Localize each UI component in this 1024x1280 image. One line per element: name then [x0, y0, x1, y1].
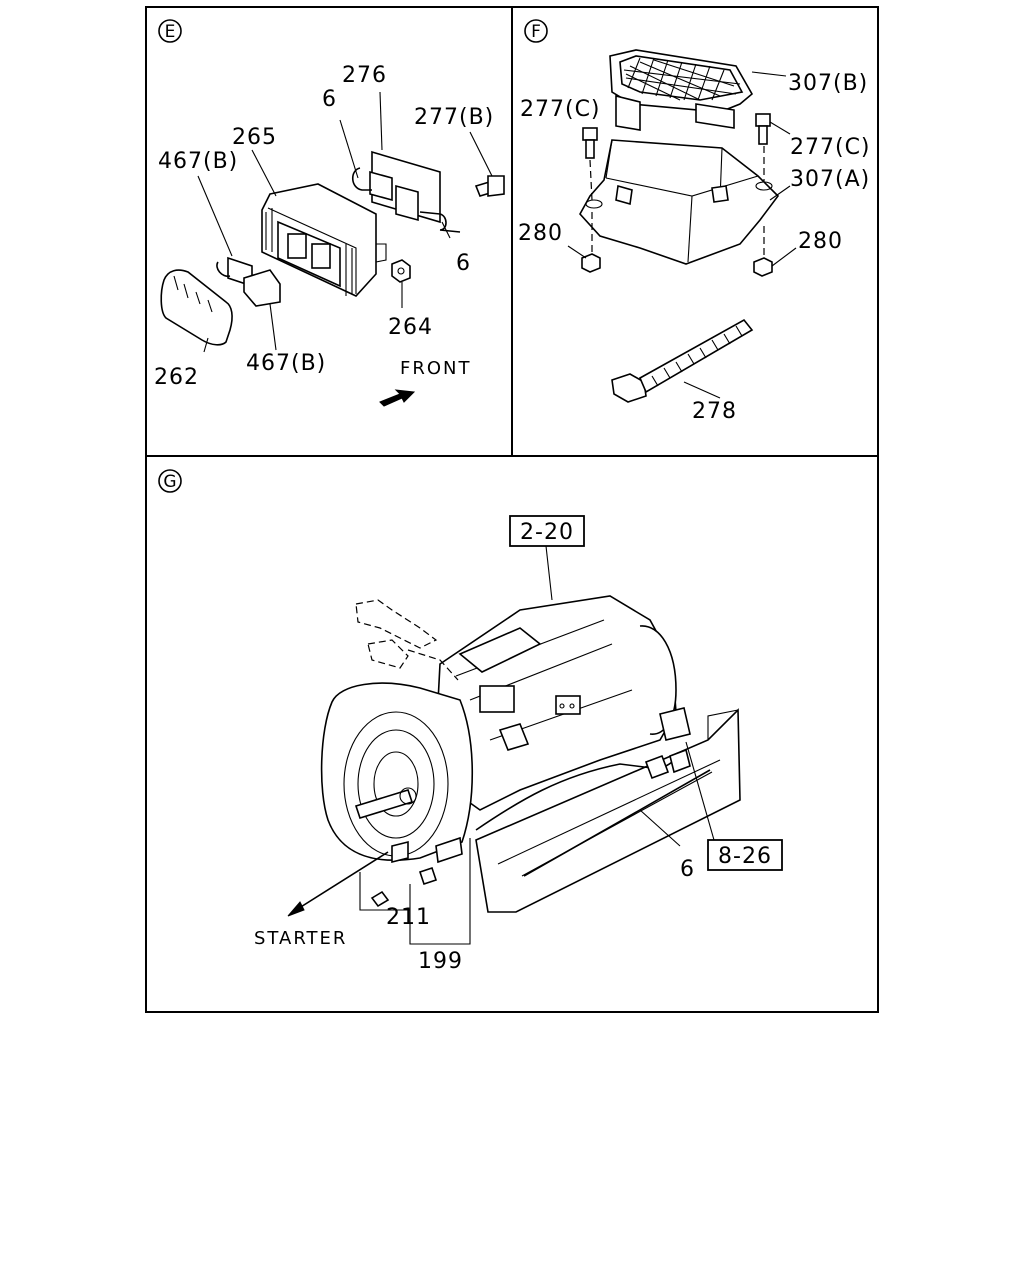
- box-307a: [579, 139, 780, 265]
- cover-307b: [609, 49, 754, 131]
- panel-e-marker: E: [158, 19, 182, 43]
- label-199: 199: [418, 949, 463, 974]
- label-277c-left: 277(C): [520, 97, 601, 122]
- label-265: 265: [232, 125, 277, 150]
- label-211: 211: [386, 905, 431, 930]
- label-starter: STARTER: [254, 928, 347, 949]
- label-307a: 307(A): [790, 167, 870, 192]
- panel-e: E: [154, 19, 505, 407]
- label-277b: 277(B): [414, 105, 494, 130]
- front-label: FRONT: [400, 358, 472, 379]
- transmission-2-20: [320, 595, 691, 864]
- panel-g-marker: G: [158, 469, 182, 493]
- harness-6: [475, 748, 711, 877]
- label-6-bottom: 6: [456, 251, 471, 276]
- label-276: 276: [342, 63, 387, 88]
- bolt-277b: [474, 175, 505, 197]
- fastener-211: [370, 866, 438, 908]
- starter-arrow: [287, 851, 389, 917]
- ref-box-2-20: 2-20: [509, 515, 585, 547]
- label-307b: 307(B): [788, 71, 868, 96]
- panel-e-marker-text: E: [165, 22, 176, 42]
- label-467b-top: 467(B): [158, 149, 238, 174]
- panel-f-marker-text: F: [531, 22, 541, 42]
- ref-box-8-26: 8-26: [707, 839, 783, 871]
- panel-g-marker-text: G: [163, 472, 176, 492]
- label-280-left: 280: [518, 221, 563, 246]
- nut-280-left: [581, 212, 601, 273]
- module-housing-265: [261, 183, 387, 297]
- label-280-right: 280: [798, 229, 843, 254]
- cover-262: [160, 269, 233, 346]
- bolt-277c-right: [755, 113, 771, 182]
- nut-264: [391, 259, 411, 283]
- label-277c-right: 277(C): [790, 135, 871, 160]
- relay-bracket-276: [339, 119, 461, 233]
- clip-467b: [216, 256, 281, 307]
- ref-8-26-text: 8-26: [718, 844, 772, 869]
- panel-f-marker: F: [524, 19, 548, 43]
- label-278: 278: [692, 399, 737, 424]
- panel-g: G: [158, 469, 783, 974]
- front-arrow-icon: [379, 389, 416, 407]
- cable-tie-278: [611, 318, 754, 403]
- label-6-top: 6: [322, 87, 337, 112]
- bolt-277c-left: [582, 127, 598, 201]
- label-262: 262: [154, 365, 199, 390]
- shift-lever-phantom: [355, 599, 459, 681]
- ref-2-20-text: 2-20: [520, 520, 574, 545]
- panel-frame: [145, 6, 879, 1013]
- label-6-harness: 6: [680, 857, 695, 882]
- label-467b-bottom: 467(B): [246, 351, 326, 376]
- nut-280-right: [753, 226, 773, 277]
- label-264: 264: [388, 315, 433, 340]
- panel-f: F: [518, 19, 871, 424]
